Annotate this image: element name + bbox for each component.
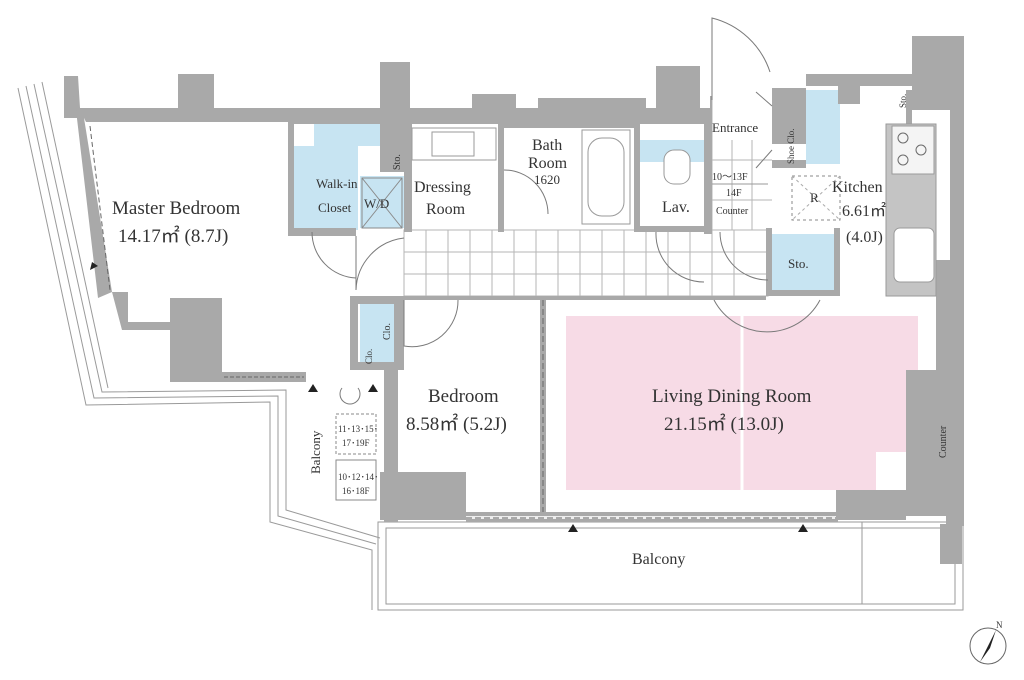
balcony-note-2-line2: 16･18F bbox=[342, 486, 370, 496]
walls bbox=[64, 36, 964, 564]
counter-right-label: Counter bbox=[938, 425, 949, 458]
walkin-closet-line2: Closet bbox=[318, 200, 352, 215]
kitchen-area: 6.61㎡ bbox=[842, 202, 886, 220]
shoe-closet-label: Shoe Clo. bbox=[786, 128, 796, 164]
entry-marker-icon bbox=[90, 262, 808, 532]
bath-room-line2: Room bbox=[528, 155, 568, 172]
kitchen-top-storage-label: Sto. bbox=[898, 94, 908, 108]
master-bedroom-name: Master Bedroom bbox=[112, 198, 240, 219]
ldr-area: 21.15㎡ (13.0J) bbox=[664, 412, 784, 435]
wd-label: W/D bbox=[364, 196, 389, 211]
bedroom-name: Bedroom bbox=[428, 386, 499, 407]
lav-label: Lav. bbox=[662, 199, 690, 216]
balcony-main-label: Balcony bbox=[632, 551, 685, 568]
fridge-label: R bbox=[810, 190, 819, 205]
balcony-note-2-line1: 10･12･14･ bbox=[338, 472, 379, 482]
bath-room-line1: Bath bbox=[532, 137, 562, 154]
floor-note-line1: 10～13F bbox=[712, 172, 748, 183]
bath-room-size: 1620 bbox=[534, 172, 560, 187]
floor-note-line3: Counter bbox=[716, 206, 749, 217]
entrance-label: Entrance bbox=[712, 120, 758, 135]
door-swings bbox=[311, 17, 821, 405]
bedroom-area: 8.58㎡ (5.2J) bbox=[406, 412, 507, 435]
kitchen-jo: (4.0J) bbox=[846, 229, 883, 246]
floor-note-line2: 14F bbox=[726, 188, 742, 199]
west-balcony-railing bbox=[17, 81, 381, 610]
stove-burner-icon bbox=[897, 132, 927, 166]
closet-b-label: Clo. bbox=[364, 349, 374, 364]
storage-top-label: Sto. bbox=[392, 154, 403, 170]
walkin-closet-line1: Walk-in bbox=[316, 176, 358, 191]
ldr-name: Living Dining Room bbox=[652, 386, 812, 407]
dressing-room-line2: Room bbox=[426, 201, 466, 218]
svg-text:N: N bbox=[996, 620, 1003, 630]
balcony-note-1-line2: 17･19F bbox=[342, 438, 370, 448]
kitchen-name: Kitchen bbox=[832, 179, 883, 196]
master-bedroom-area: 14.17㎡ (8.7J) bbox=[118, 224, 228, 247]
window-lines bbox=[89, 125, 836, 519]
dressing-room-line1: Dressing bbox=[414, 179, 471, 196]
balcony-note-1-line1: 11･13･15･ bbox=[338, 424, 378, 434]
north-arrow-icon: N bbox=[969, 620, 1007, 665]
kitchen-storage-label: Sto. bbox=[788, 256, 809, 271]
closet-a-label: Clo. bbox=[382, 323, 393, 340]
balcony-side-label: Balcony bbox=[308, 430, 323, 474]
